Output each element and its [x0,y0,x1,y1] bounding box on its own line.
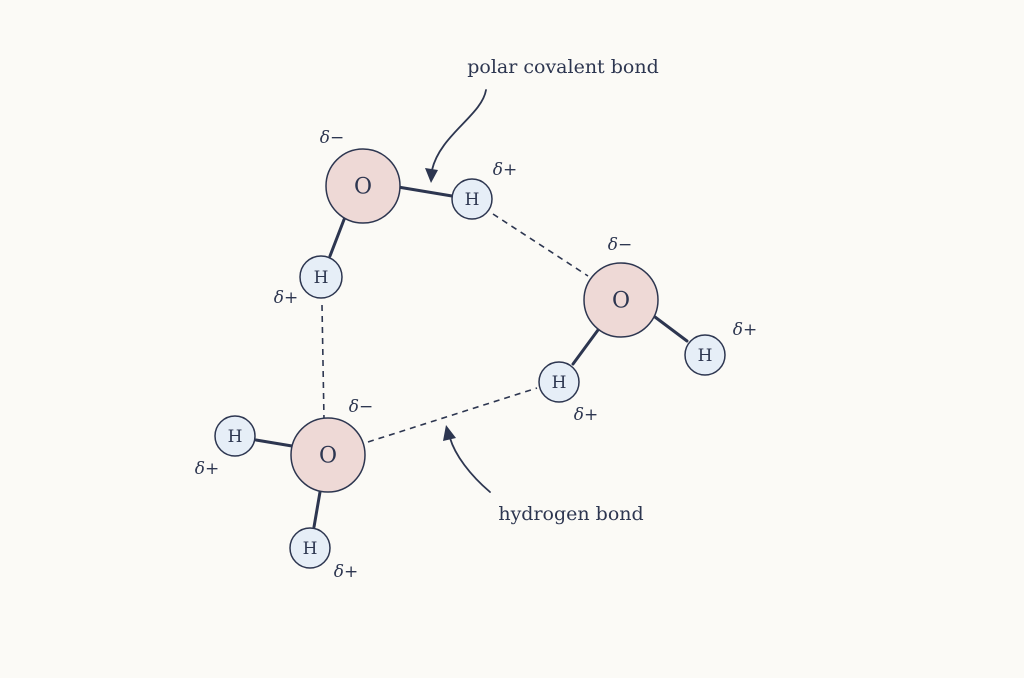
oxygen-label-top: O [354,175,372,200]
water-molecule-bottom: O H H [214,415,366,569]
oxygen-atom-right [583,262,659,338]
oxygen-atom-bottom [290,417,366,493]
covalent-bond-o2-h3 [653,315,689,343]
polar-covalent-arrow-head [425,168,438,183]
hydrogen-atom-top-left [299,255,343,299]
partial-negative-top-oxygen: δ− [320,128,344,148]
hydrogen-atom-right-inner [538,361,580,403]
partial-positive-top-right-hydrogen: δ+ [493,160,517,180]
partial-positive-right-outer-hydrogen: δ+ [733,320,757,340]
hydrogen-bond-left-vertical [321,304,325,421]
partial-positive-right-inner-hydrogen: δ+ [574,405,598,425]
hydrogen-atom-bottom-lower [289,527,331,569]
annotation-hydrogen-bond: hydrogen bond [443,425,644,525]
hydrogen-bond-bottom [367,387,538,443]
partial-charges: δ− δ+ δ+ δ− δ+ δ+ δ− δ+ δ+ [195,128,757,582]
oxygen-label-bottom: O [319,444,337,469]
hydrogen-label-right-inner: H [552,373,567,393]
hydrogen-label-bottom-lower: H [303,539,318,559]
covalent-bond-o3-h5 [254,438,294,448]
oxygen-atom-top [325,148,401,224]
hydrogen-bond-label: hydrogen bond [498,503,643,525]
hydrogen-bonds [321,213,589,443]
partial-positive-bottom-left-hydrogen: δ+ [195,459,219,479]
water-molecule-top: O H H [299,148,493,299]
covalent-bond-o1-h2 [328,215,347,258]
partial-negative-bottom-oxygen: δ− [349,397,373,417]
hydrogen-bond-arrow-curve [449,437,491,493]
water-molecule-right: O H H [538,262,726,403]
hydrogen-bond-top-right [492,213,589,277]
hydrogen-atom-bottom-left [214,415,256,457]
covalent-bond-o2-h4 [571,328,600,366]
hydrogen-label-right-outer: H [698,346,713,366]
partial-positive-bottom-lower-hydrogen: δ+ [334,562,358,582]
polar-covalent-arrow-curve [431,89,487,171]
hydrogen-label-bottom-left: H [228,427,243,447]
annotation-polar-covalent: polar covalent bond [425,56,659,183]
covalent-bond-o3-h6 [312,490,322,529]
oxygen-label-right: O [612,289,630,314]
hydrogen-bond-arrow-head [443,425,456,441]
partial-positive-top-left-hydrogen: δ+ [274,288,298,308]
partial-negative-right-oxygen: δ− [608,235,632,255]
hydrogen-atom-top-right [451,178,493,220]
hydrogen-label-top-right: H [465,190,480,210]
hydrogen-label-top-left: H [314,268,329,288]
covalent-bonds [254,185,689,529]
hydrogen-atom-right-outer [684,334,726,376]
covalent-bond-o1-h1 [396,185,454,198]
polar-covalent-bond-label: polar covalent bond [467,56,659,78]
